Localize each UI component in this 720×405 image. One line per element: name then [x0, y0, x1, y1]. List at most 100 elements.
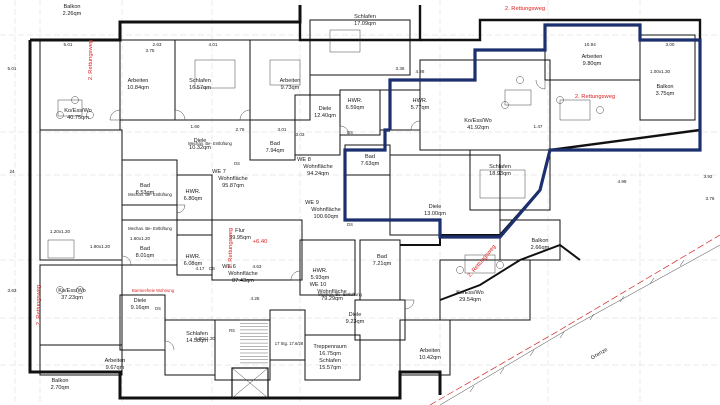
chair: [56, 286, 64, 294]
ventilation-label: Mechan. Be- Entlüftung: [128, 226, 172, 231]
room-area-label: 16.57qm: [189, 85, 211, 91]
room-area-label: 8.01qm: [136, 253, 155, 259]
chair: [56, 111, 64, 119]
dimension-label: 3.03: [296, 132, 305, 137]
door-swing: [339, 125, 350, 136]
room-name-label: Arbeiten: [128, 78, 149, 84]
furniture: [329, 29, 361, 53]
unit-living-area-label: Wohnfläche: [228, 271, 257, 277]
room-name-label: Diele: [194, 138, 207, 144]
dimension-tick: [499, 367, 505, 375]
room-area-label: 8.53qm: [136, 190, 155, 196]
escape-route-label: 2. Rettungsweg: [505, 6, 545, 12]
room-area-label: 2.66qm: [531, 245, 550, 251]
escape-route-label: 2. Rettungsweg: [228, 228, 234, 268]
room-name-label: Arbeiten: [420, 348, 441, 354]
escape-route-label: 2. Rettungsweg: [467, 244, 497, 279]
room-name-label: HWR.: [313, 268, 328, 274]
dimension-label: 4.28: [416, 69, 425, 74]
room-partition: [269, 309, 306, 361]
furniture: [194, 59, 236, 89]
lift-cross: [231, 367, 269, 399]
dimension-label: 3.01: [278, 127, 287, 132]
room-area-label: 10.32qm: [189, 145, 211, 151]
escape-route-label: 2. Rettungsweg: [575, 94, 615, 100]
room-area-label: 18.93qm: [489, 171, 511, 177]
room-name-label: Arbeiten: [105, 358, 126, 364]
room-partition: [389, 154, 501, 236]
room-name-label: Schlafen: [186, 331, 208, 337]
room-name-label: Flur: [235, 228, 245, 234]
dimension-label: 2.63: [153, 42, 162, 47]
dimension-label: 4.63: [253, 264, 262, 269]
room-name-label: Treppenraum: [313, 344, 347, 350]
room-partition: [39, 264, 123, 346]
room-name-label: Schlafen: [319, 358, 341, 364]
door-swing: [176, 204, 186, 214]
dimension-label: 1.20x1.20: [50, 229, 71, 234]
accessible-unit-label: Barrierefreie Wohnung: [132, 288, 175, 293]
room-name-label: Schlafen: [354, 14, 376, 20]
dimension-tick: [559, 331, 565, 339]
dimension-label: 4.25: [251, 296, 260, 301]
ds-marker: DS: [234, 161, 240, 166]
property-boundary-line: [439, 244, 720, 405]
room-area-label: 6.59qm: [346, 105, 365, 111]
chair: [456, 266, 464, 274]
ds-marker: DS: [209, 266, 215, 271]
room-name-label: Ko/Ess/Wo: [456, 290, 484, 296]
ds-marker: DS: [347, 222, 353, 227]
furniture: [57, 99, 83, 117]
dimension-label: 3.92: [704, 174, 713, 179]
furniture: [47, 239, 75, 259]
room-area-label: 16.75qm: [319, 351, 341, 357]
room-name-label: Diele: [429, 204, 442, 210]
room-name-label: HWR.: [186, 189, 201, 195]
room-partition: [639, 34, 696, 121]
room-name-label: Diele: [319, 106, 332, 112]
unit-living-area-label: Wohnfläche: [218, 176, 247, 182]
escape-route-label: 2. Rettungsweg: [36, 285, 42, 325]
chair: [76, 286, 84, 294]
exterior-wall: [499, 128, 701, 236]
room-area-label: 7.94qm: [266, 148, 285, 154]
dimension-label: 1.90x1.20: [90, 244, 111, 249]
room-partition: [469, 149, 551, 211]
room-area-label: 13.00qm: [424, 211, 446, 217]
ds-marker: DS: [347, 130, 353, 135]
lift-shaft: [231, 367, 269, 399]
room-area-label: 2.26qm: [63, 11, 82, 17]
room-name-label: Diele: [349, 312, 362, 318]
ventilation-label: Mechan. Be- Entlüftung: [188, 141, 232, 146]
stair-label: 17 Stg. 17.6/28: [275, 341, 304, 346]
room-name-label: Ko/Ess/Wo: [58, 288, 86, 294]
dimension-label: 3.75: [146, 48, 155, 53]
door-swing: [121, 255, 132, 266]
room-partition: [249, 119, 296, 161]
furniture: [269, 59, 301, 86]
dimension-label: 1.00x1.30: [650, 69, 671, 74]
room-partition: [499, 219, 561, 261]
dimension-label: 1.60: [191, 124, 200, 129]
furniture: [479, 169, 526, 199]
room-area-label: 10.42qm: [419, 355, 441, 361]
unit-living-area-value: 95.87qm: [222, 183, 244, 189]
room-partition: [439, 259, 531, 321]
furniture: [504, 89, 532, 106]
unit-id-label: WE 9: [305, 200, 319, 206]
property-boundary-line: [429, 234, 720, 405]
furniture: [559, 99, 591, 121]
unit-id-label: WE 7: [212, 169, 226, 175]
unit-id-label: WE 8: [297, 157, 311, 163]
room-name-label: Bad: [377, 254, 387, 260]
room-area-label: 2.70qm: [51, 385, 70, 391]
dimension-label: 5.01: [64, 42, 73, 47]
chair: [596, 106, 604, 114]
room-area-label: 17.09qm: [354, 21, 376, 27]
unit-living-area-label: Wohnfläche: [311, 207, 340, 213]
unit-living-area-value: 79.29qm: [321, 296, 343, 302]
room-partition: [39, 344, 123, 376]
room-area-label: 3.75qm: [656, 91, 675, 97]
dimension-label: 3.63: [8, 288, 17, 293]
room-area-label: 40.75qm: [67, 115, 89, 121]
